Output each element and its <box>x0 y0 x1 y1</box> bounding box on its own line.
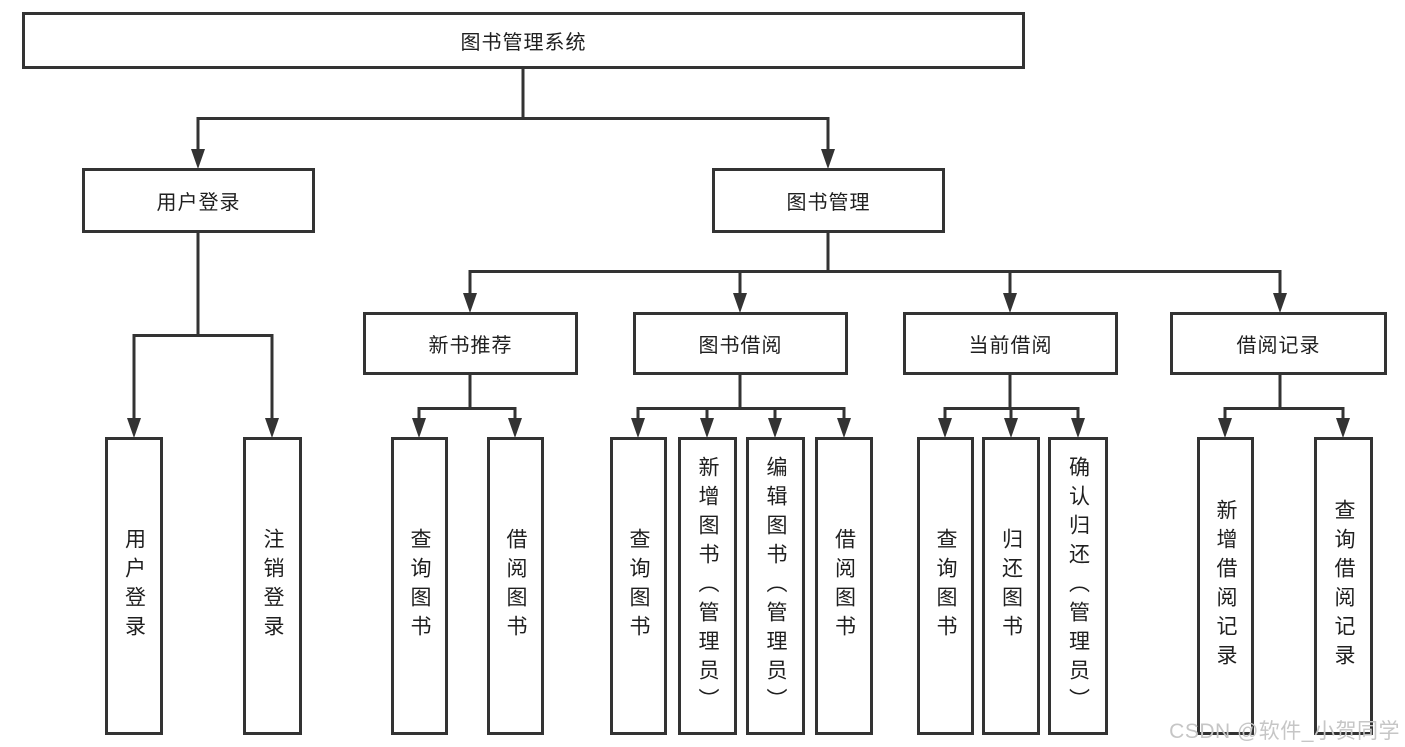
leaf-add-borrowing-record: 新增借阅记录 <box>1197 437 1254 735</box>
node-new-book-recommendation: 新书推荐 <box>363 312 578 375</box>
leaf-confirm-return-admin: 确认归还（管理员） <box>1048 437 1108 735</box>
leaf-query-books-recommend: 查询图书 <box>391 437 448 735</box>
node-user-login: 用户登录 <box>82 168 315 233</box>
leaf-logout: 注销登录 <box>243 437 302 735</box>
node-book-borrowing: 图书借阅 <box>633 312 848 375</box>
node-book-management: 图书管理 <box>712 168 945 233</box>
connector <box>132 68 1345 418</box>
leaf-borrow-books-recommend: 借阅图书 <box>487 437 544 735</box>
leaf-query-books-current: 查询图书 <box>917 437 974 735</box>
leaf-edit-book-admin: 编辑图书（管理员） <box>746 437 805 735</box>
leaf-user-login: 用户登录 <box>105 437 163 735</box>
csdn-watermark: CSDN @软件_小贺同学 <box>1169 720 1400 743</box>
leaf-query-books-borrowing: 查询图书 <box>610 437 667 735</box>
node-borrowing-records: 借阅记录 <box>1170 312 1387 375</box>
leaf-query-borrowing-record: 查询借阅记录 <box>1314 437 1373 735</box>
leaf-add-book-admin: 新增图书（管理员） <box>678 437 737 735</box>
leaf-borrow-books-borrowing: 借阅图书 <box>815 437 873 735</box>
node-current-borrowing: 当前借阅 <box>903 312 1118 375</box>
node-library-system-root: 图书管理系统 <box>22 12 1025 69</box>
leaf-return-books: 归还图书 <box>982 437 1040 735</box>
arrowheads <box>127 149 1350 438</box>
